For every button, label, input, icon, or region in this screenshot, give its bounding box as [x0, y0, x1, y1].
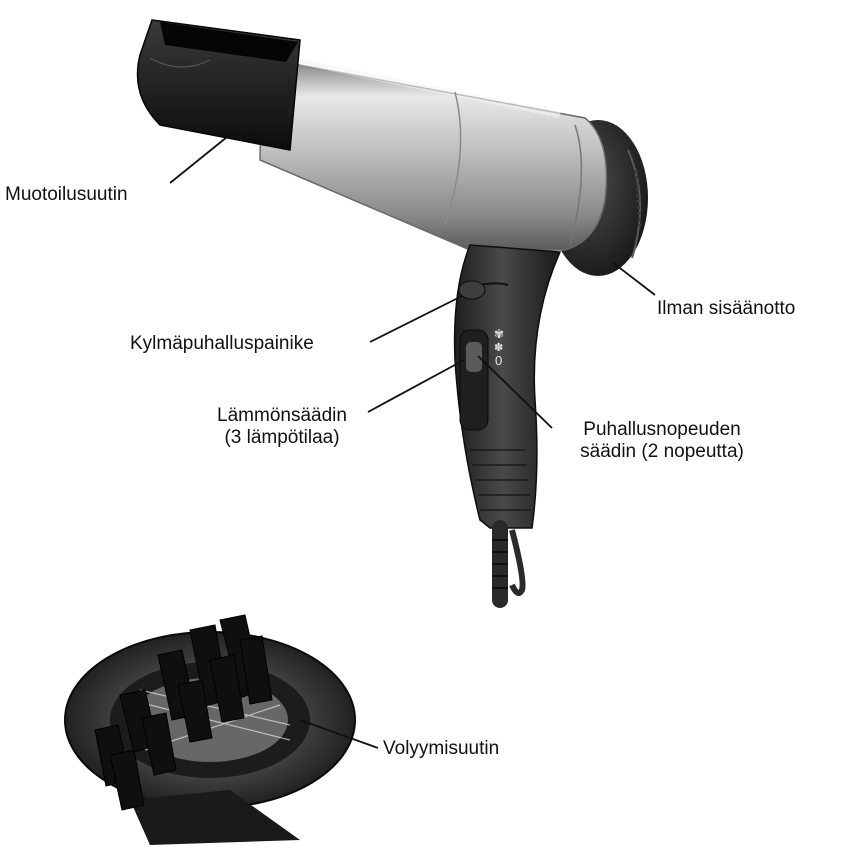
callout-speed-control-line1: Puhallusnopeuden	[552, 419, 772, 441]
volume-diffuser	[65, 615, 355, 845]
callout-heat-control-line2: (3 lämpötilaa)	[198, 427, 366, 449]
dryer-barrel	[260, 58, 606, 250]
leader-heat	[368, 360, 464, 412]
callout-cool-shot-button: Kylmäpuhalluspainike	[130, 333, 314, 355]
callout-heat-control-line1: Lämmönsäädin	[198, 405, 366, 427]
dryer-cord	[492, 528, 523, 600]
callout-heat-control: Lämmönsäädin (3 lämpötilaa)	[198, 405, 366, 449]
leader-nozzle	[170, 133, 232, 183]
dryer-handle	[455, 245, 560, 528]
callout-diffuser: Volyymisuutin	[383, 738, 499, 760]
leader-cool-shot	[370, 296, 462, 342]
leader-air-intake	[612, 262, 655, 295]
callout-speed-control-line2: säädin (2 nopeutta)	[552, 441, 772, 463]
styling-nozzle	[138, 20, 301, 150]
callout-air-intake: Ilman sisäänotto	[657, 298, 795, 320]
callout-nozzle: Muotoilusuutin	[5, 184, 128, 206]
callout-speed-control: Puhallusnopeuden säädin (2 nopeutta)	[552, 419, 772, 463]
off-indicator: 0	[495, 350, 502, 372]
